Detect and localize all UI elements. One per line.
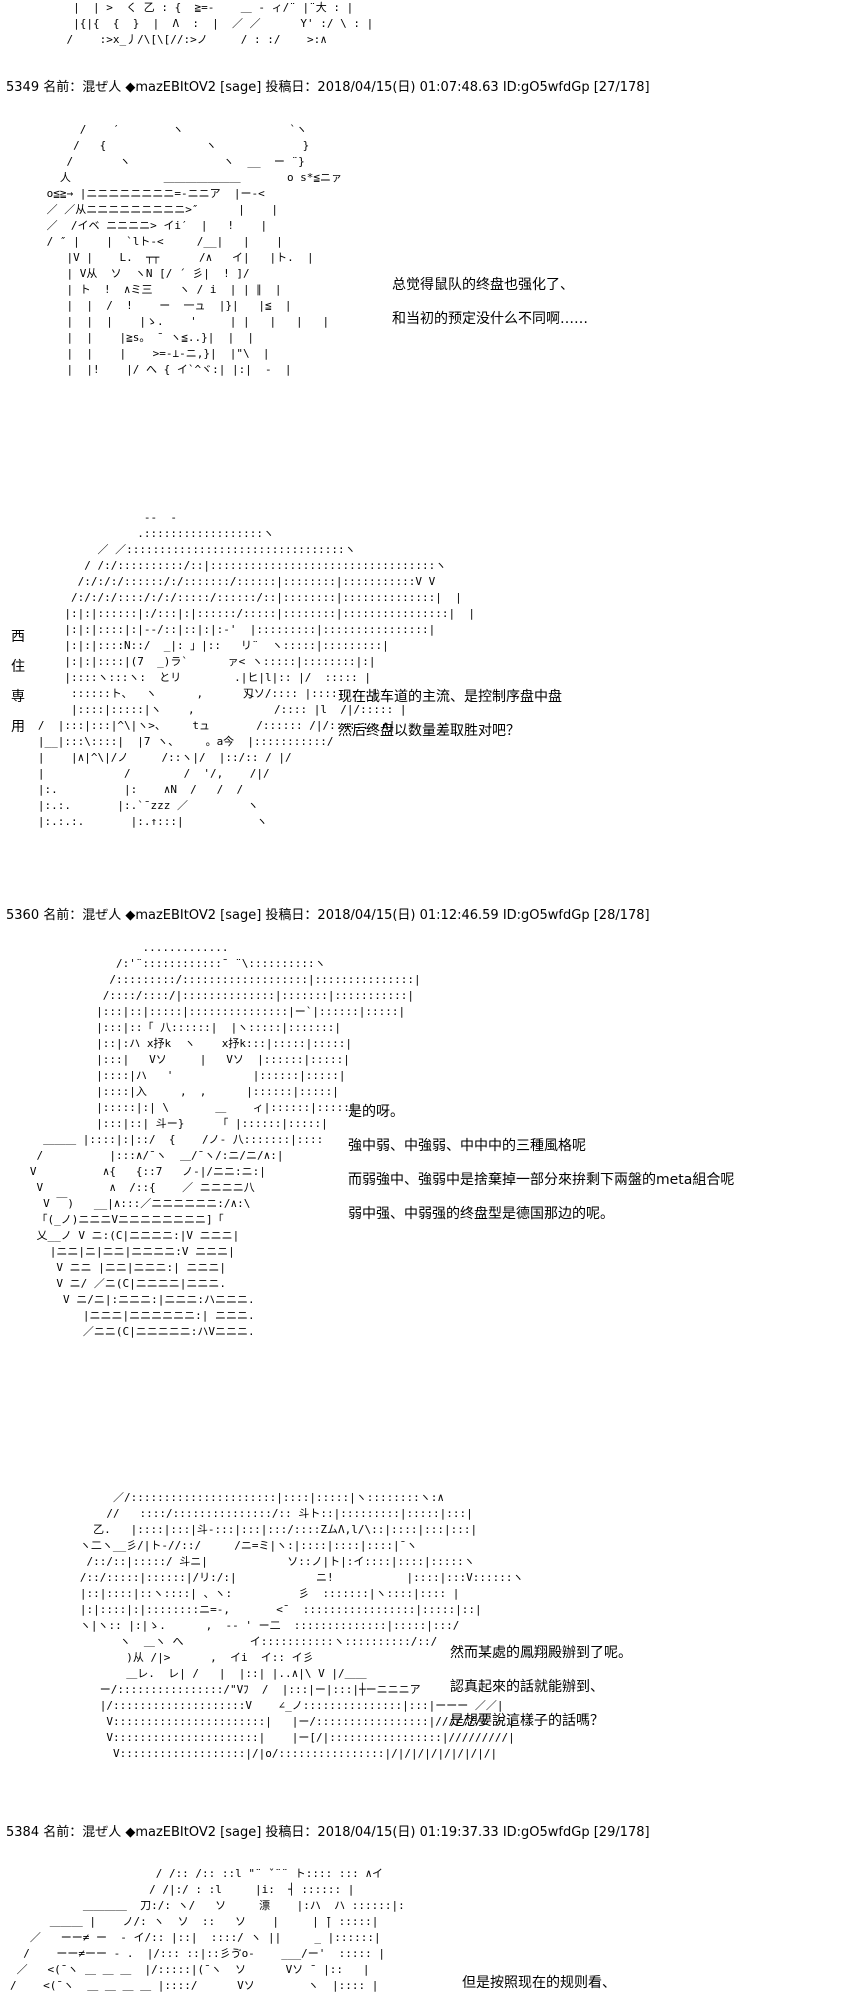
ascii-art-post1: / ′ ヽ `ヽ / { ヽ } / ヽ ヽ __ ー ¨} 人 ＿＿＿＿＿＿＿… [46,123,343,376]
dialogue-line: 弱中强、中弱强的终盘型是德国那边的呢。 [348,1206,614,1222]
side-label-column: 西 住 専 用 [10,622,26,742]
ascii-art-top: | | > く 乙 : { ≧=- ＿ - ィ/¨ |¨大 : | |{|{ {… [66,1,374,46]
ascii-art-post2: ............. /:'¨::::::::::::¯ ¨\::::::… [29,941,421,1338]
side-char: 西 [11,629,25,645]
dialogue-post2b: 然而某處的鳳翔殿辦到了呢。 認真起來的話就能辦到、 是想要說這樣子的話嗎？ [450,1636,632,1738]
dialogue-line: 然而某處的鳳翔殿辦到了呢。 [450,1645,632,1661]
dialogue-line: 然后终盘以数量差取胜对吧？ [338,723,520,739]
side-char: 専 [11,689,25,705]
post-header-5349: 5349 名前：混ぜ人 ◆mazEBItOV2 [sage] 投稿日：2018/… [6,80,650,95]
dialogue-line: 现在战车道的主流、是控制序盘中盘 [338,689,562,705]
post-header-5360: 5360 名前：混ぜ人 ◆mazEBItOV2 [sage] 投稿日：2018/… [6,908,650,923]
side-char: 住 [11,659,25,675]
dialogue-line: 但是按照现在的规则看、 [462,1975,616,1991]
post-header-5384: 5384 名前：混ぜ人 ◆mazEBItOV2 [sage] 投稿日：2018/… [6,1825,650,1840]
dialogue-line: 強中弱、中強弱、中中中的三種風格呢 [348,1138,586,1154]
dialogue-post1: 总觉得鼠队的终盘也强化了、 和当初的预定没什么不同啊…… [392,268,588,336]
dialogue-line: 总觉得鼠队的终盘也强化了、 [392,277,574,293]
dialogue-line: 是的呀。 [348,1104,404,1120]
ascii-art-post3: / /:: /:: ::l "¨ ˇ¨¨ ト:::: ::: ∧イ / /|:/… [10,1867,405,1992]
dialogue-line: 而弱強中、強弱中是捨棄掉一部分來拚剩下兩盤的meta組合呢 [348,1172,735,1188]
dialogue-line: 是想要說這樣子的話嗎？ [450,1713,604,1729]
ascii-art-post2b: ／/::::::::::::::::::::::|::::|:::::|ヽ:::… [79,1491,524,1760]
dialogue-post2: 是的呀。 強中弱、中強弱、中中中的三種風格呢 而弱強中、強弱中是捨棄掉一部分來拚… [348,1095,734,1231]
dialogue-line: 認真起來的話就能辦到、 [450,1679,604,1695]
dialogue-line: 和当初的预定没什么不同啊…… [392,311,588,327]
ascii-art-post1b: -- - .::::::::::::::::::ヽ ／ ／:::::::::::… [37,511,475,828]
side-char: 用 [11,719,25,735]
dialogue-post1b: 现在战车道的主流、是控制序盘中盘 然后终盘以数量差取胜对吧？ [338,680,562,748]
dialogue-post3: 但是按照现在的规则看、 [462,1966,616,2000]
